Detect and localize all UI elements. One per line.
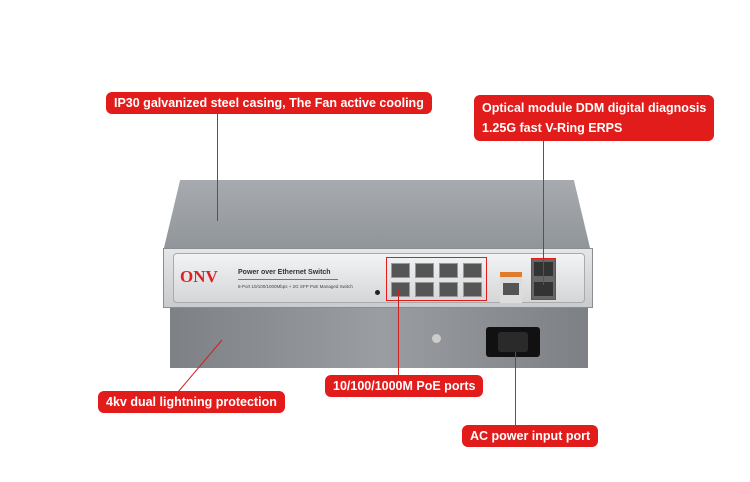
rj45-port — [463, 282, 482, 297]
console-port — [500, 272, 522, 303]
rj45-port — [463, 263, 482, 278]
callout-poe-ports: 10/100/1000M PoE ports — [325, 375, 484, 397]
rj45-port — [415, 263, 434, 278]
rj45-port — [391, 263, 410, 278]
rj45-port — [391, 282, 410, 297]
product-title: Power over Ethernet Switch — [238, 269, 331, 276]
callout-lightning: 4kv dual lightning protection — [98, 391, 285, 413]
reset-button[interactable] — [375, 290, 380, 295]
rj45-port — [439, 282, 458, 297]
rj45-port — [439, 263, 458, 278]
product-subtitle: 8-Port 10/100/1000Mbps + 2G SFP PoE Mana… — [238, 284, 353, 289]
callout-ac-power: AC power input port — [462, 425, 599, 447]
callout-optical: Optical module DDM digital diagnosis 1.2… — [474, 95, 715, 141]
switch-top-cover — [163, 180, 591, 252]
callout-optical-line2: 1.25G fast V-Ring ERPS — [482, 121, 623, 135]
poe-ports-group — [386, 257, 487, 301]
brand-logo: ONV — [180, 267, 218, 286]
callout-casing: IP30 galvanized steel casing, The Fan ac… — [106, 92, 432, 114]
callout-optical-line1: Optical module DDM digital diagnosis — [482, 101, 707, 115]
ac-power-socket — [486, 327, 540, 357]
ground-screw — [432, 334, 441, 343]
rj45-port — [415, 282, 434, 297]
